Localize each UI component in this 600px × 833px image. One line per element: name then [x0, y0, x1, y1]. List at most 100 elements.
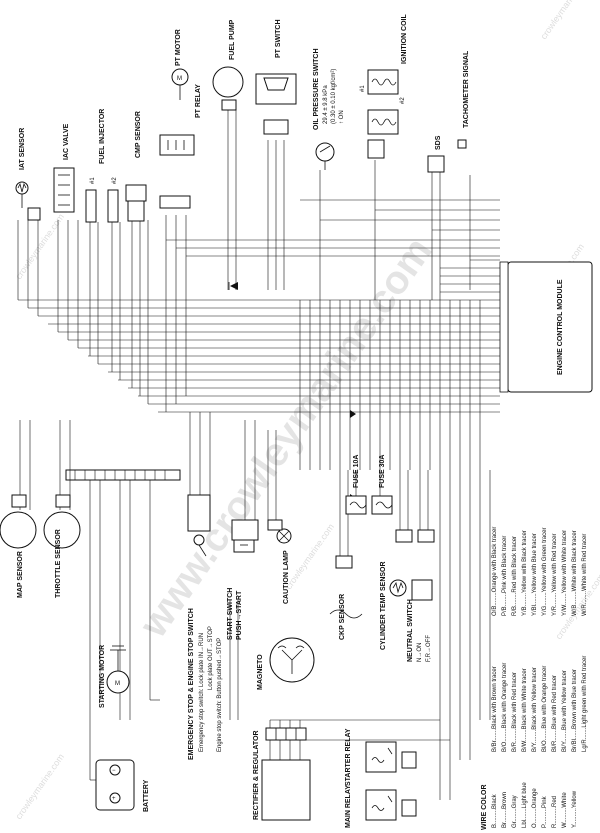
map-sensor — [0, 494, 37, 549]
ignition-coil-1-label: #1 — [360, 85, 366, 92]
legend-col1-1: Br........Brown — [502, 792, 508, 828]
cmp-sensor-label: CMP SENSOR — [135, 111, 142, 158]
svg-text:M: M — [115, 681, 120, 687]
watermark-small-1: crowleymarine.com — [538, 0, 591, 41]
fuse-10a-label: FUSE 10A — [353, 455, 360, 488]
legend-col3-5: Y/G........Yellow with Green tracer — [542, 528, 548, 616]
legend-col1-5: P..........Pink — [542, 795, 548, 828]
ecm-label: ENGINE CONTROL MODULE — [557, 279, 564, 375]
legend-col3-9: W/R........White with Red tracer — [582, 534, 588, 616]
legend-col2-8: Br/Bl......Brown with Blue tracer — [572, 669, 578, 752]
wire-color-legend: WIRE COLOR B.........Black Br........Bro… — [481, 527, 588, 830]
start-switch — [231, 519, 259, 553]
fuel-injector-label: FUEL INJECTOR — [99, 109, 106, 164]
legend-col3-8: W/B........White with Black tracer — [572, 530, 578, 616]
emergency-stop-switch — [187, 494, 211, 557]
start-switch-action: PUSH→START — [236, 590, 243, 640]
stop-switch-line2: Lock plate OUT→STOP — [208, 626, 214, 690]
cylinder-temp-sensor — [389, 529, 413, 597]
legend-col3-3: Y/B........Yellow with Black tracer — [522, 530, 528, 616]
throttle-sensor — [43, 494, 81, 549]
fuel-injector-1 — [85, 189, 97, 223]
caution-lamp-label: CAUTION LAMP — [283, 550, 290, 604]
pt-switch-label: PT SWITCH — [275, 20, 282, 59]
iat-sensor — [15, 181, 41, 221]
pt-relay-label: PT RELAY — [195, 84, 202, 118]
rectifier-regulator — [261, 727, 311, 821]
fuse-30a-label: FUSE 30A — [379, 455, 386, 488]
neutral-switch-on: N→ON — [417, 643, 423, 662]
ignition-coil — [367, 69, 399, 159]
magneto — [269, 637, 315, 683]
legend-col1-8: Y..........Yellow — [572, 790, 578, 828]
watermark-small-5: crowleymarine.com — [13, 752, 66, 821]
ckp-sensor — [329, 555, 363, 619]
stop-switch-line3: Engine stop switch: Button pushed→STOP — [217, 638, 223, 752]
legend-col1-3: Lbl.......Light blue — [522, 782, 528, 828]
legend-title: WIRE COLOR — [481, 785, 488, 831]
legend-col2-4: B/Y........Black with Yellow tracer — [532, 667, 538, 752]
main-relay — [365, 789, 417, 821]
fuel-injector-2-label: #2 — [112, 177, 118, 184]
pt-motor: M — [171, 68, 189, 100]
fuel-injector-1-label: #1 — [90, 177, 96, 184]
legend-col1-0: B.........Black — [492, 793, 498, 828]
ecm — [499, 261, 593, 393]
legend-col3-4: Y/Bl.......Yellow with Blue tracer — [532, 533, 538, 616]
ignition-coil-2-label: #2 — [400, 97, 406, 104]
fuse-10a — [345, 495, 367, 515]
battery: − + — [95, 759, 135, 811]
neutral-switch-label: NEUTRAL SWITCH — [407, 599, 414, 662]
ckp-sensor-label: CKP SENSOR — [339, 594, 346, 640]
watermark-small-3: crowleymarine.com — [283, 522, 336, 591]
legend-col2-1: B/O........Black with Orange tracer — [502, 663, 508, 752]
legend-col3-0: O/B........Orange with Black tracer — [492, 527, 498, 616]
oil-pressure-switch — [315, 142, 335, 170]
legend-col1-4: O.........Orange — [532, 788, 538, 828]
svg-text:−: − — [112, 768, 116, 774]
iac-valve-label: IAC VALVE — [63, 123, 70, 160]
iat-sensor-label: IAT SENSOR — [19, 128, 26, 170]
ignition-coil-label: IGNITION COIL — [401, 14, 408, 65]
battery-label: BATTERY — [143, 779, 150, 812]
pt-relay — [159, 134, 195, 209]
oil-pressure-line2: (0.30 ± 0.10 kgf/cm²) — [331, 69, 337, 124]
legend-col1-2: Gr........Gray — [512, 795, 518, 828]
pt-motor-label: PT MOTOR — [175, 29, 182, 66]
tachometer-signal — [457, 139, 467, 149]
caution-lamp — [267, 519, 292, 544]
starter-relay-label: STARTER RELAY — [345, 728, 352, 786]
oil-pressure-switch-label: OIL PRESSURE SWITCH — [313, 48, 320, 130]
legend-col1-7: W.........White — [562, 792, 568, 828]
rectifier-label: RECTIFIER & REGULATOR — [253, 730, 260, 820]
oil-pressure-line1: 29.4 ± 9.8 kPa — [323, 85, 329, 124]
legend-col3-2: R/B........Red with Black tracer — [512, 536, 518, 616]
stop-switch-line1: Emergency stop switch: Lock plate IN→RUN — [199, 633, 205, 752]
legend-col2-7: Bl/Y.......Blue with Yellow tracer — [562, 670, 568, 752]
stop-switch-title: EMERGENCY STOP & ENGINE STOP SWITCH — [188, 608, 195, 760]
fuel-pump-label: FUEL PUMP — [229, 19, 236, 60]
starting-motor-label: STARTING MOTOR — [99, 645, 106, 708]
starting-motor: M — [106, 645, 130, 694]
svg-text:M: M — [177, 76, 182, 82]
start-switch-label: START SWITCH — [227, 588, 234, 640]
main-relay-label: MAIN RELAY — [345, 785, 352, 828]
legend-col2-3: B/W.......Black with White tracer — [522, 668, 528, 752]
tachometer-signal-label: TACHOMETER SIGNAL — [463, 50, 470, 128]
iac-valve — [53, 167, 75, 213]
fuel-pump — [212, 66, 244, 111]
sds-connector — [427, 155, 445, 173]
pt-switch — [255, 73, 297, 135]
fuel-injector-2 — [107, 189, 119, 223]
sds-label: SDS — [435, 135, 442, 150]
legend-col2-9: Lg/R.......Light green with Red tracer — [582, 656, 588, 752]
oil-pressure-line3: ↑ ON — [339, 110, 345, 124]
legend-col2-5: Bl/O.......Blue with Orange tracer — [542, 666, 548, 752]
magneto-label: MAGNETO — [257, 654, 264, 690]
map-sensor-label: MAP SENSOR — [17, 551, 24, 598]
neutral-switch-off: F,R→OFF — [426, 635, 432, 662]
starter-relay — [365, 741, 417, 773]
legend-col3-7: Y/W.......Yellow with White tracer — [562, 530, 568, 616]
legend-col3-1: P/B........Pink with Black tracer — [502, 536, 508, 616]
